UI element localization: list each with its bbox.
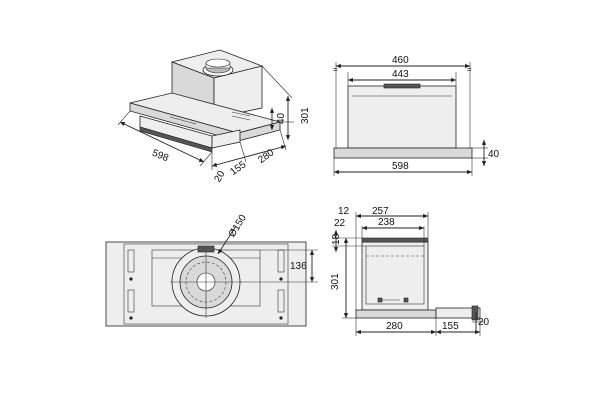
iso-trim-label: 40 [276, 112, 287, 124]
iso-height-label: 301 [300, 107, 311, 124]
side-second-left-label: 22 [334, 218, 346, 229]
front-view: = = 460 443 598 40 [333, 55, 500, 176]
side-slide [435, 307, 481, 319]
side-depth-label: 280 [386, 321, 403, 332]
side-top-gap-label: 18 [331, 233, 342, 245]
front-inner-width-label: 443 [392, 69, 409, 80]
iso-depth-label: 280 [256, 147, 276, 166]
offset-label: 136 [290, 261, 307, 272]
iso-front-label: 20 [212, 169, 227, 185]
iso-height-dimensions: 301 40 [261, 65, 311, 140]
svg-text:=: = [333, 65, 338, 74]
front-bottom-width-label: 598 [392, 161, 409, 172]
front-trim [333, 147, 473, 159]
svg-text:=: = [467, 65, 472, 74]
side-top-left-label: 12 [338, 206, 350, 217]
front-motor-box [347, 85, 457, 149]
iso-width-label: 598 [150, 148, 170, 165]
side-view: 12 257 22 238 18 301 280 155 20 [330, 206, 490, 336]
side-second-width-label: 238 [378, 217, 395, 228]
side-extension-label: 155 [442, 321, 459, 332]
left-slots [127, 249, 135, 320]
side-motor-box [361, 241, 429, 311]
side-top-width-label: 257 [372, 206, 389, 217]
isometric-view: 598 20 155 280 301 40 [117, 49, 311, 185]
side-front-label: 20 [478, 317, 490, 328]
side-base [355, 309, 437, 319]
front-outlet [383, 83, 421, 89]
front-trim-height-label: 40 [488, 149, 500, 160]
outlet-circle [170, 245, 242, 318]
iso-extension-label: 155 [228, 159, 248, 178]
top-view: Ø150 136 [105, 212, 318, 327]
side-height-label: 301 [330, 273, 341, 290]
outlet-diameter-label: Ø150 [227, 212, 250, 239]
front-top-width-label: 460 [392, 55, 409, 66]
